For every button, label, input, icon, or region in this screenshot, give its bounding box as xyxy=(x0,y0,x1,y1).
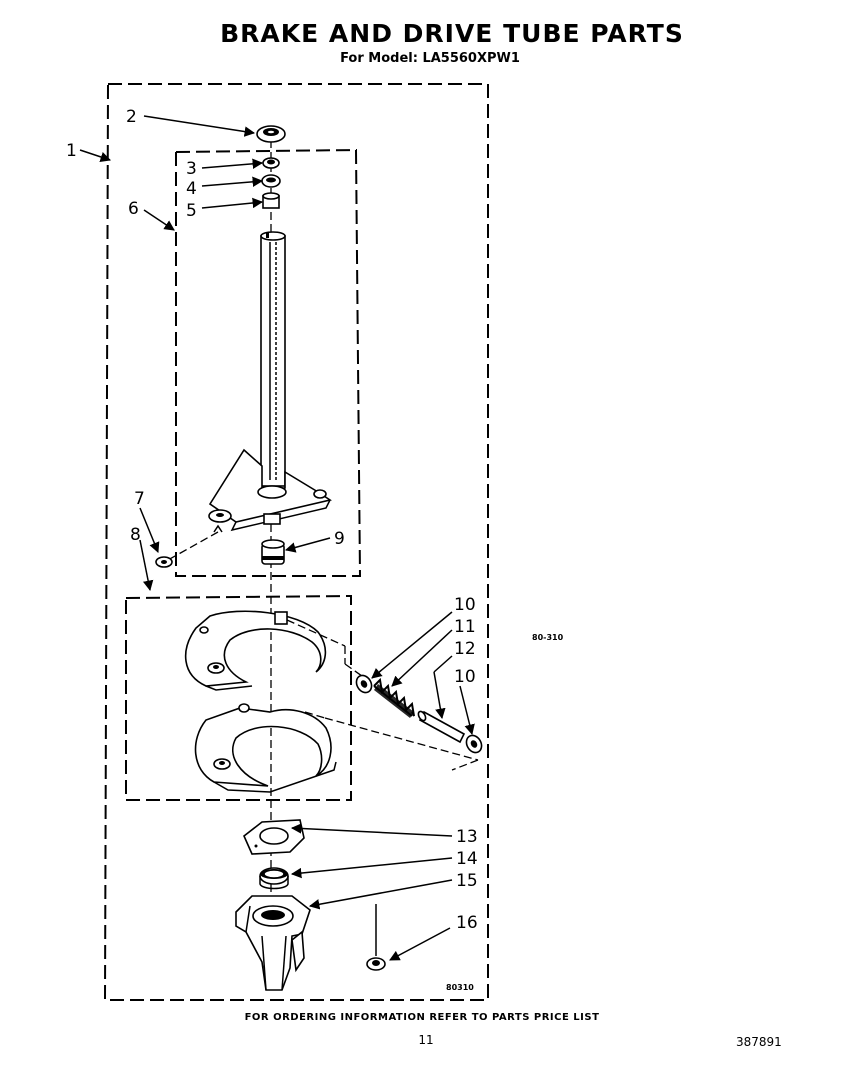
callout-15: 15 xyxy=(456,871,478,891)
part-bushing-5 xyxy=(262,192,280,209)
callout-16: 16 xyxy=(456,913,478,933)
spring-leader-1 xyxy=(286,619,346,647)
part-coupling-9 xyxy=(261,539,285,565)
page-title: BRAKE AND DRIVE TUBE PARTS xyxy=(220,19,684,48)
bottom-drawing-code: 80310 xyxy=(446,983,474,992)
assembly-8-box xyxy=(125,594,352,801)
part-housing-15 xyxy=(235,895,311,991)
part-washer-4 xyxy=(261,174,281,188)
callout-10b: 10 xyxy=(454,667,476,687)
callout-leaders xyxy=(79,115,475,961)
part-pin-12 xyxy=(417,710,466,744)
spring-leader-3 xyxy=(344,663,363,677)
document-number: 387891 xyxy=(736,1035,782,1049)
callout-2: 2 xyxy=(126,107,137,127)
callout-8: 8 xyxy=(130,525,141,545)
part-fastener-16 xyxy=(366,904,386,971)
part-drive-tube xyxy=(260,231,286,487)
model-line: For Model: LA5560XPW1 xyxy=(340,51,520,66)
callout-6: 6 xyxy=(128,199,139,219)
part-brake-shoe-lower xyxy=(194,703,337,793)
callout-13: 13 xyxy=(456,827,478,847)
callout-3: 3 xyxy=(186,159,197,179)
callout-12: 12 xyxy=(454,639,476,659)
callout-14: 14 xyxy=(456,849,478,869)
page-number: 11 xyxy=(418,1033,433,1047)
callout-1: 1 xyxy=(66,141,77,161)
spring-leader-4 xyxy=(304,711,326,719)
assembly-6-box xyxy=(175,148,362,577)
part-washer-10a xyxy=(355,674,373,694)
callout-10a: 10 xyxy=(454,595,476,615)
part-plate-13 xyxy=(243,819,305,855)
part-brake-shoe-upper xyxy=(184,610,327,691)
side-drawing-code: 80-310 xyxy=(532,633,564,642)
part-tube-base-plate xyxy=(167,448,332,561)
spring-leader-5 xyxy=(324,717,479,761)
assembly-1-box xyxy=(103,83,489,1001)
part-clip-7 xyxy=(155,556,173,568)
part-spring-11 xyxy=(373,677,415,718)
ordering-note: FOR ORDERING INFORMATION REFER TO PARTS … xyxy=(245,1012,600,1023)
callout-5: 5 xyxy=(186,201,197,221)
spring-leader-6 xyxy=(451,759,479,771)
callout-4: 4 xyxy=(186,179,197,199)
callout-7: 7 xyxy=(134,489,145,509)
callout-11: 11 xyxy=(454,617,476,637)
part-washer-3 xyxy=(262,157,280,169)
callout-9: 9 xyxy=(334,529,345,549)
part-washer-10b xyxy=(465,734,483,754)
part-ring-14 xyxy=(259,867,289,890)
part-bearing-top xyxy=(256,125,286,143)
